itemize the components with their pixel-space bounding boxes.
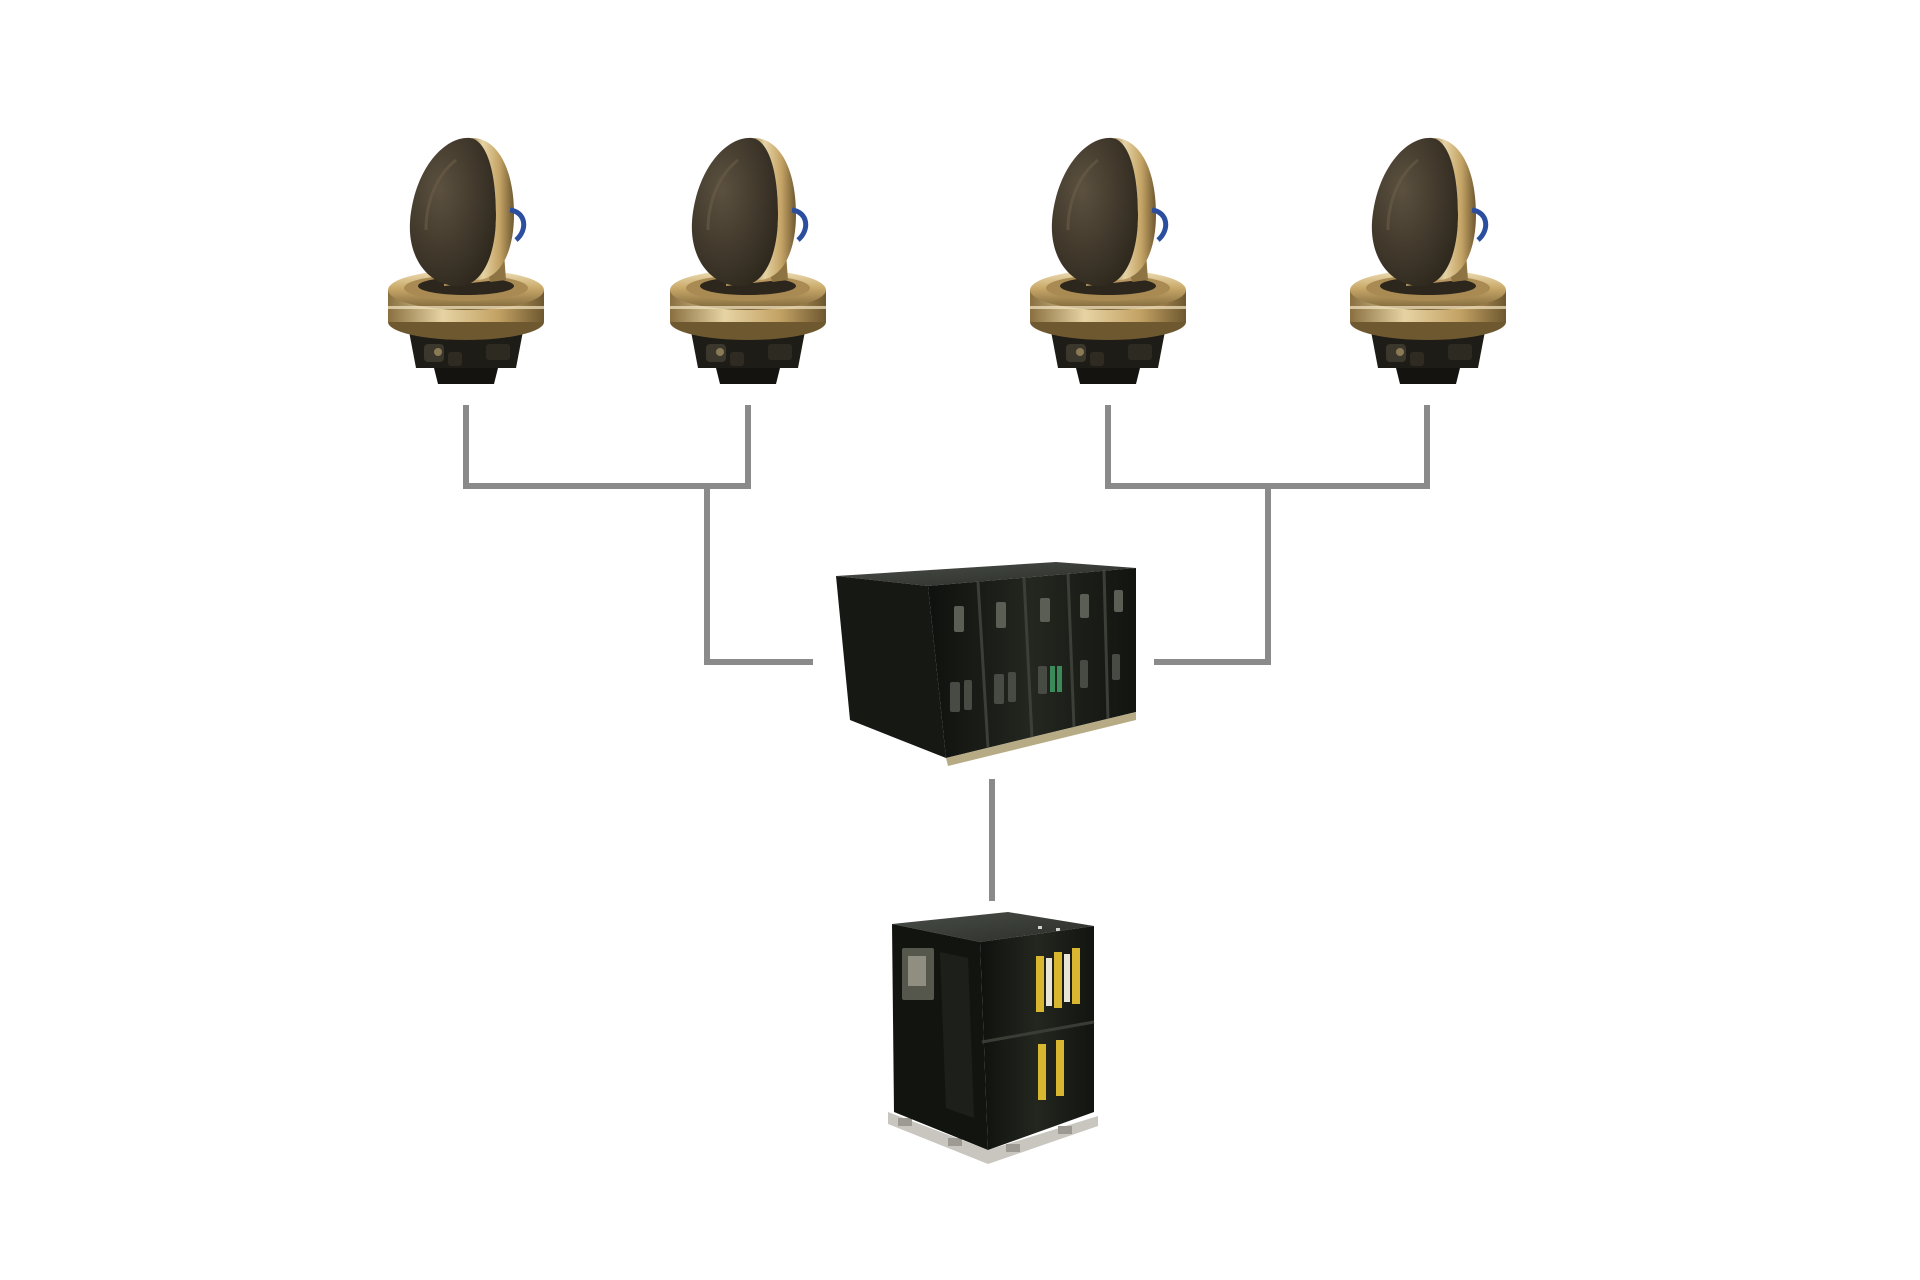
- connector-left-trunk: [704, 483, 813, 665]
- connector-right-trunk: [1154, 483, 1271, 665]
- satellite-antenna-icon: [1350, 138, 1506, 384]
- connector-antenna-2: [704, 405, 751, 489]
- satellite-antenna-icon: [670, 138, 826, 384]
- electronics-chassis-icon: [834, 560, 1138, 768]
- connector-antenna-4: [1265, 405, 1430, 489]
- connector-lines: [463, 405, 1430, 901]
- electronics-rack-icon: [886, 910, 1100, 1166]
- connector-antenna-1: [463, 405, 710, 489]
- connector-antenna-3: [1105, 405, 1271, 489]
- satellite-antenna-icon: [1030, 138, 1186, 384]
- satellite-antenna-icon: [388, 138, 544, 384]
